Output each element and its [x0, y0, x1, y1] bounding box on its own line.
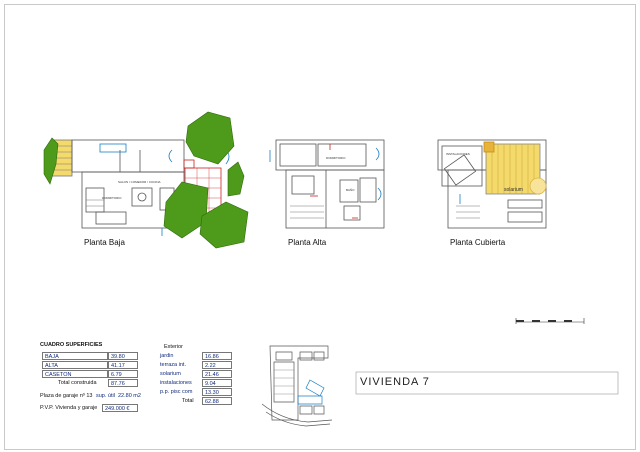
planta-cubierta-plan — [437, 139, 547, 229]
exterior-total-label: Total — [182, 398, 194, 404]
plan-caption-cubierta: Planta Cubierta — [450, 238, 506, 247]
surfaces-header: CUADRO SUPERFICIES — [40, 342, 103, 348]
garage-util-label: sup. útil — [96, 393, 115, 399]
planta-alta-plan — [269, 139, 385, 229]
surface-total-value: 87.76 — [108, 379, 138, 387]
exterior-total-value: 62.88 — [202, 397, 232, 405]
surface-value-caseton: 6.79 — [108, 370, 138, 378]
drawing-sheet — [4, 4, 636, 450]
exterior-value-terraza: 2.22 — [202, 361, 232, 369]
plan-caption-baja: Planta Baja — [84, 238, 125, 247]
garden-vegetation — [43, 111, 249, 249]
scale-bar — [515, 318, 585, 324]
garage-label: Plaza de garaje nº 13 — [40, 393, 93, 399]
surface-value-baja: 39.80 — [108, 352, 138, 360]
exterior-value-piscina: 13.30 — [202, 388, 232, 396]
plan-caption-alta: Planta Alta — [288, 238, 327, 247]
exterior-value-solarium: 21.46 — [202, 370, 232, 378]
title-block: VIVIENDA 7 — [356, 372, 618, 394]
exterior-label-terraza: terraza int. — [160, 362, 186, 368]
room-label-instalaciones: INSTALACIONES — [446, 152, 470, 156]
exterior-label-instalaciones: instalaciones — [160, 380, 192, 386]
exterior-header: Exterior — [164, 344, 183, 350]
exterior-value-instalaciones: 9.04 — [202, 379, 232, 387]
surface-total-label: Total construida — [58, 380, 97, 386]
dwelling-title: VIVIENDA 7 — [360, 376, 430, 388]
exterior-label-solarium: solarium — [160, 371, 181, 377]
surface-label-baja: BAJA — [42, 352, 108, 360]
room-label-salon: SALON / COMEDOR / COCINA — [118, 180, 161, 184]
surface-value-alta: 41.17 — [108, 361, 138, 369]
pvp-label: P.V.P. Vivienda y garaje — [40, 405, 98, 411]
room-label-dormitorio-alta: DORMITORIO — [326, 156, 346, 160]
site-location-map — [261, 345, 333, 427]
room-label-dormitorio-baja: DORMITORIO — [102, 196, 122, 200]
garage-value: 22.80 m2 — [118, 393, 141, 399]
room-label-solarium: solarium — [504, 187, 523, 193]
surface-label-caseton: CASETON — [42, 370, 108, 378]
exterior-value-jardin: 16.86 — [202, 352, 232, 360]
room-label-bano: BAÑO — [346, 188, 355, 192]
pvp-value: 249.000 € — [102, 404, 138, 412]
exterior-label-piscina: p.p. pisc com — [160, 389, 193, 395]
exterior-label-jardin: jardin — [160, 353, 174, 359]
surface-label-alta: ALTA — [42, 361, 108, 369]
